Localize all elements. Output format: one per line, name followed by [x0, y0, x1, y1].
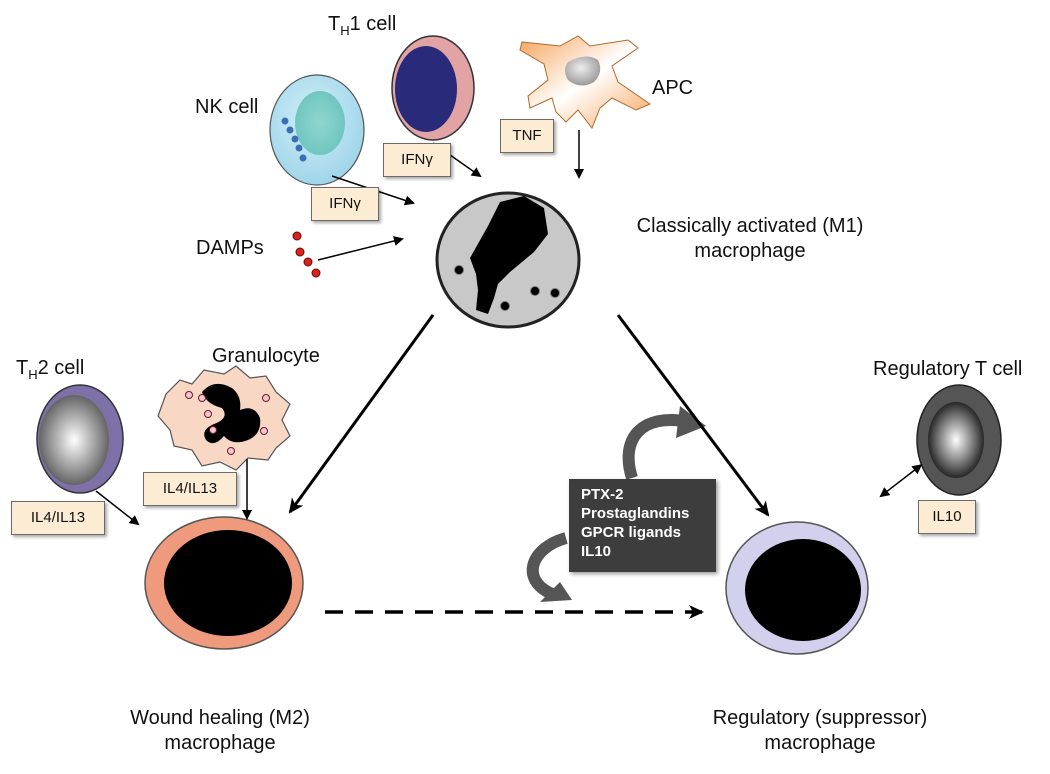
apc-cell	[519, 35, 652, 129]
polarization-arrows	[288, 314, 770, 619]
m1-to-regulatory-arrow	[616, 314, 770, 517]
th1-cell-label: TH1 cell	[328, 13, 397, 38]
m1-to-m2-arrow	[288, 314, 435, 514]
damp-particles	[292, 231, 321, 278]
m1-macrophage	[435, 191, 581, 329]
m1-label-line1: Classically activated (M1)	[636, 215, 864, 237]
apc-tnf-box: TNF	[500, 119, 554, 153]
treg-il10-box: IL10	[918, 500, 976, 534]
regulatory-label-line2: macrophage	[764, 732, 876, 754]
th2-cell-label: TH2 cell	[16, 357, 85, 382]
nk-ifn-gamma-box: IFNγ	[311, 187, 379, 221]
granulocyte-label: Granulocyte	[212, 345, 320, 367]
m2-macrophage-label: Wound healing (M2) macrophage	[90, 706, 350, 756]
mediator-item: Prostaglandins	[581, 505, 690, 522]
damps-to-m1-arrow	[317, 236, 404, 261]
m1-macrophage-label: Classically activated (M1) macrophage	[620, 214, 880, 264]
regulatory-label-line1: Regulatory (suppressor)	[712, 707, 928, 729]
regulatory-t-cell-label: Regulatory T cell	[873, 358, 1023, 380]
damps-label: DAMPs	[196, 237, 264, 259]
granulocyte-il4-il13-box: IL4/IL13	[143, 472, 237, 506]
th1-cell	[391, 35, 475, 141]
th1-ifn-gamma-box: IFNγ	[383, 143, 451, 177]
mediator-item: PTX-2	[581, 486, 624, 503]
apc-label: APC	[652, 77, 694, 99]
mediators-box: PTX-2 Prostaglandins GPCR ligands IL10	[569, 479, 716, 572]
th2-cell	[36, 384, 124, 494]
m1-label-line2: macrophage	[694, 240, 806, 262]
m2-macrophage	[144, 516, 304, 650]
regulatory-macrophage-label: Regulatory (suppressor) macrophage	[690, 706, 950, 756]
mediator-item: IL10	[581, 543, 612, 560]
mediator-item: GPCR ligands	[581, 524, 682, 541]
autocrine-feedback-arrows	[526, 406, 706, 602]
regulatory-t-cell	[916, 384, 1002, 496]
nk-cell-label: NK cell	[195, 96, 259, 118]
regulatory-macrophage	[725, 521, 869, 655]
treg-macrophage-arrow	[879, 464, 923, 498]
nk-cell	[269, 74, 365, 186]
th2-to-m2-arrow	[95, 490, 140, 526]
granulocyte-cell	[157, 365, 291, 471]
th2-il4-il13-box: IL4/IL13	[11, 501, 105, 535]
m2-label-line1: Wound healing (M2)	[130, 707, 310, 729]
m2-label-line2: macrophage	[164, 732, 276, 754]
